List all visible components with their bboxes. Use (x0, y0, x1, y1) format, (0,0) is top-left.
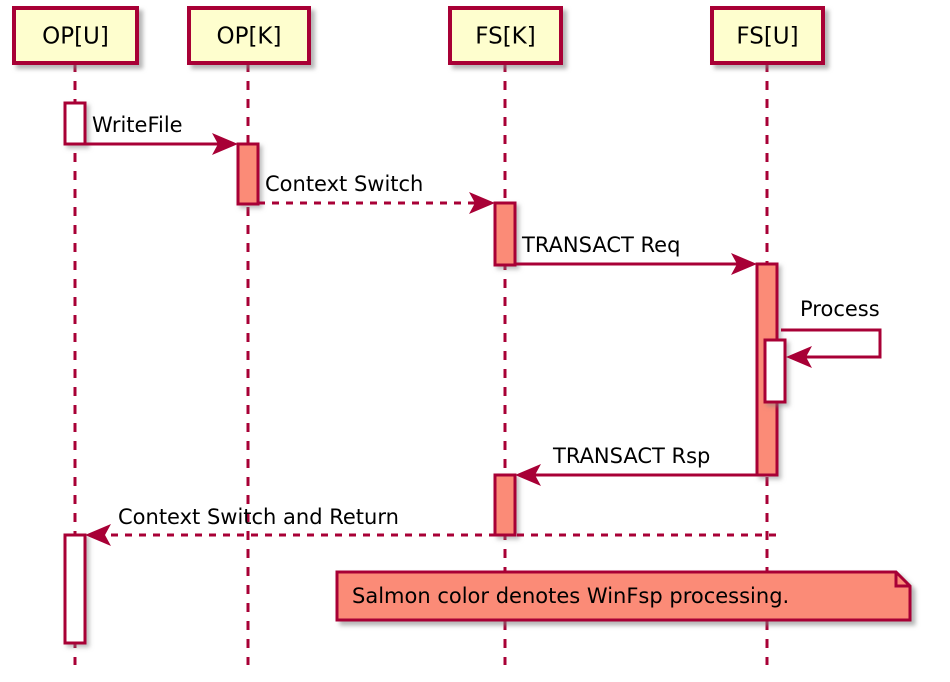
activation-fs-k-1 (493, 201, 517, 267)
message-label-process: Process (800, 297, 880, 321)
messages-group: WriteFile Context Switch TRANSACT Req Pr… (85, 113, 882, 546)
arrowhead-writefile (212, 133, 238, 155)
participant-label-fs-u: FS[U] (736, 24, 798, 50)
message-transact-req[interactable]: TRANSACT Req (515, 233, 757, 275)
participant-box-fs-k[interactable] (448, 6, 563, 65)
participant-fs-u[interactable]: FS[U] (710, 6, 825, 65)
activations-group (63, 101, 787, 645)
activation-op-k-1 (236, 142, 260, 206)
message-line-process (781, 328, 882, 359)
participant-label-op-k: OP[K] (216, 24, 281, 50)
participant-fs-k[interactable]: FS[K] (448, 6, 563, 65)
message-process-self[interactable]: Process (781, 297, 882, 368)
message-writefile[interactable]: WriteFile (85, 113, 238, 155)
arrowhead-process (786, 346, 812, 368)
participant-op-u[interactable]: OP[U] (12, 6, 139, 65)
note-text: Salmon color denotes WinFsp processing. (352, 584, 789, 608)
activation-op-u-2 (63, 533, 87, 645)
message-label-context-switch-and-return: Context Switch and Return (118, 505, 399, 529)
message-context-switch-and-return[interactable]: Context Switch and Return (85, 505, 776, 546)
note-salmon[interactable]: Salmon color denotes WinFsp processing. (335, 570, 912, 622)
participant-box-fs-u[interactable] (710, 6, 825, 65)
activation-fs-k-2 (493, 473, 517, 537)
arrowhead-context-switch-and-return (85, 524, 111, 546)
participants-group: OP[U] OP[K] FS[K] FS[U] (12, 6, 825, 65)
message-context-switch[interactable]: Context Switch (258, 172, 495, 214)
participant-box-op-u[interactable] (12, 6, 139, 65)
message-label-transact-rsp: TRANSACT Rsp (552, 444, 710, 468)
participant-box-op-k[interactable] (187, 6, 311, 65)
message-label-writefile: WriteFile (92, 113, 183, 137)
message-transact-rsp[interactable]: TRANSACT Rsp (515, 444, 757, 486)
message-label-transact-req: TRANSACT Req (521, 233, 680, 257)
participant-label-fs-k: FS[K] (475, 24, 535, 50)
participant-label-op-u: OP[U] (42, 24, 109, 50)
activation-fs-u-2-nested (763, 338, 787, 404)
arrowhead-transact-req (731, 253, 757, 275)
arrowhead-context-switch (469, 192, 495, 214)
message-label-context-switch: Context Switch (265, 172, 423, 196)
activation-op-u-1 (63, 101, 87, 146)
arrowhead-transact-rsp (515, 464, 541, 486)
note-shape (335, 570, 912, 622)
note-fold-icon (894, 572, 910, 588)
participant-op-k[interactable]: OP[K] (187, 6, 311, 65)
